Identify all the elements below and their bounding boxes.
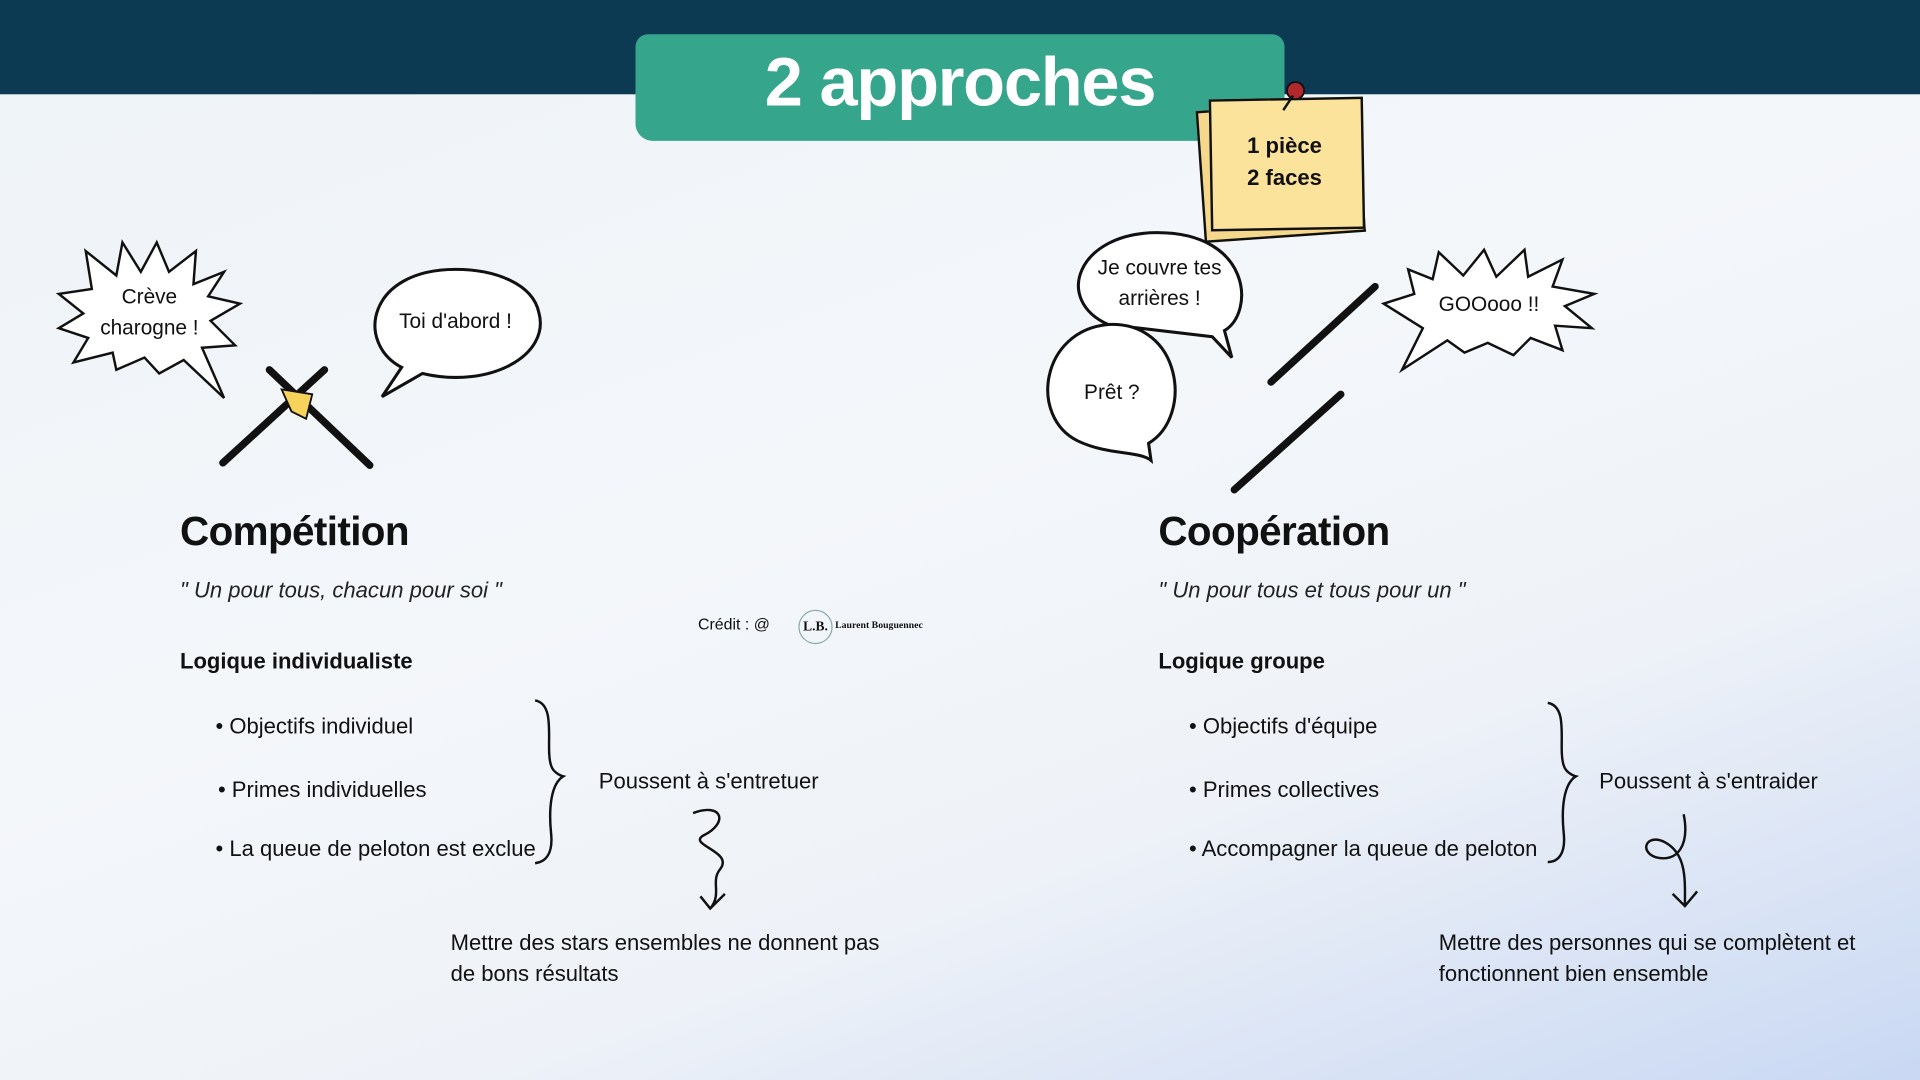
cooperation-result: Mettre des personnes qui se complètent e…	[1439, 928, 1856, 989]
competition-quote: " Un pour tous, chacun pour soi "	[180, 577, 502, 603]
cooperation-effect: Poussent à s'entraider	[1599, 768, 1818, 794]
result-line: Mettre des personnes qui se complètent e…	[1438, 930, 1856, 956]
bullet: • La queue de peloton est exclue	[215, 836, 536, 861]
bubble-text: Crève charogne !	[100, 285, 199, 340]
note-line: 2 faces	[1247, 165, 1322, 190]
brace-icon	[1547, 701, 1580, 864]
loop-arrow-icon	[1645, 814, 1699, 908]
speech-bubble	[1077, 231, 1244, 359]
speech-bubble	[1046, 322, 1177, 465]
result-line: de bons résultats	[450, 961, 619, 986]
sword-icon	[1230, 282, 1379, 494]
bullet: • Accompagner la queue de peloton	[1188, 836, 1538, 861]
slide-title: 2 approches	[764, 42, 1157, 121]
speech-bubble	[373, 267, 542, 399]
competition-result: Mettre des stars ensembles ne donnent pa…	[451, 928, 880, 989]
competition-logic: Logique individualiste	[180, 648, 413, 674]
cooperation-quote: " Un pour tous et tous pour un "	[1158, 577, 1466, 603]
cooperation-logic: Logique groupe	[1158, 648, 1325, 674]
sticky-note-text: 1 pièce 2 faces	[1210, 130, 1359, 194]
bubble-text: Je couvre tes arrières !	[1097, 255, 1222, 310]
credit-logo: L.B.	[798, 609, 833, 645]
bullet: • Objectifs individuel	[215, 713, 414, 739]
spiky-bubble	[55, 239, 244, 399]
squiggle-arrow-icon	[692, 808, 726, 911]
competition-heading: Compétition	[180, 508, 410, 554]
result-line: Mettre des stars ensembles ne donnent pa…	[450, 930, 880, 956]
result-line: fonctionnent bien ensemble	[1438, 961, 1709, 986]
bubble-text: GOOooo !!	[1438, 292, 1540, 316]
credit-name: Laurent Bouguennec	[835, 619, 923, 631]
bullet: • Primes collectives	[1188, 777, 1380, 803]
brace-icon	[534, 699, 567, 865]
bullet: • Objectifs d'équipe	[1188, 713, 1378, 739]
credit-label: Crédit : @	[697, 614, 770, 634]
bubble-text: Prêt ?	[1084, 380, 1140, 405]
bubble-text: Toi d'abord !	[399, 309, 512, 334]
competition-effect: Poussent à s'entretuer	[598, 768, 819, 794]
crossed-swords-icon	[219, 366, 374, 469]
bullet: • Primes individuelles	[217, 777, 427, 803]
pin-icon	[1282, 81, 1306, 111]
cooperation-heading: Coopération	[1158, 508, 1390, 554]
title-banner	[635, 34, 1285, 141]
note-line: 1 pièce	[1247, 133, 1322, 158]
spiky-bubble	[1380, 247, 1599, 374]
